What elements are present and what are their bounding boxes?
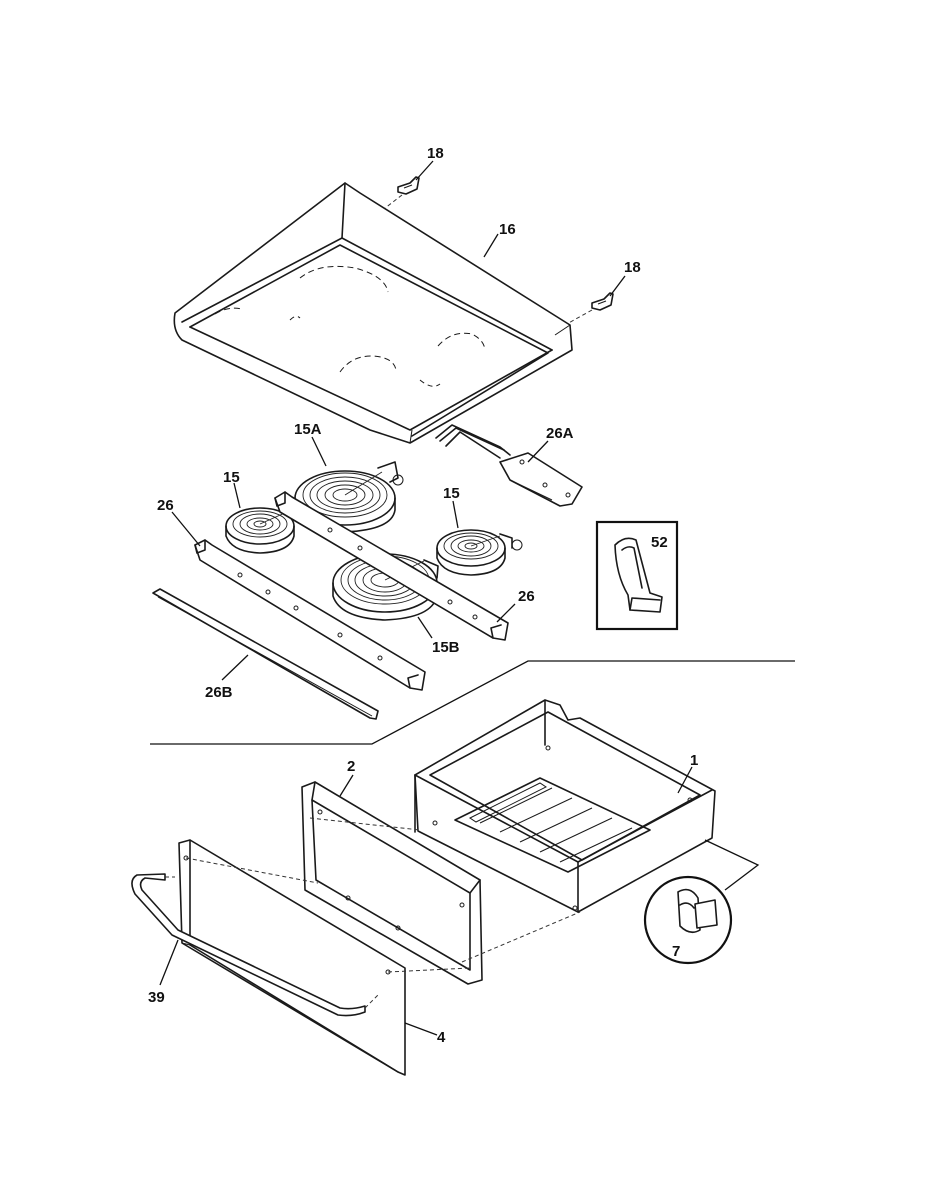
- bracket-26-left: [194, 539, 426, 691]
- leader-15B: [417, 616, 433, 639]
- leader-18-left: [415, 160, 434, 181]
- cooktop-glass-16: [173, 182, 573, 459]
- leader-16: [483, 233, 499, 258]
- leader-26B: [221, 654, 249, 681]
- leader-15-left: [233, 482, 241, 509]
- inset-box-52: [595, 520, 679, 631]
- section-divider: [150, 660, 795, 745]
- terminal-block-26A: [499, 452, 583, 507]
- leader-26A: [527, 440, 549, 463]
- callout-7: 7: [672, 943, 680, 960]
- callout-39: 39: [148, 989, 165, 1006]
- roller-inset-7: [643, 875, 733, 965]
- drawer-panel-2: [301, 781, 581, 985]
- callout-26B: 26B: [205, 684, 233, 701]
- callout-1: 1: [690, 752, 698, 769]
- leader-39: [159, 939, 179, 986]
- leader-26-left: [171, 511, 201, 547]
- drawer-box-1: [414, 699, 716, 913]
- leader-7-connector: [704, 839, 760, 891]
- callout-52: 52: [651, 534, 668, 551]
- trim-strip-26B: [152, 588, 379, 720]
- callout-15A: 15A: [294, 421, 322, 438]
- callout-15-left: 15: [223, 469, 240, 486]
- leader-26-right: [496, 603, 516, 623]
- leader-1: [677, 766, 693, 794]
- callout-16: 16: [499, 221, 516, 238]
- element-15-right: [436, 529, 523, 576]
- callout-26-left: 26: [157, 497, 174, 514]
- callout-15-right: 15: [443, 485, 460, 502]
- clip-18-right: [564, 292, 614, 326]
- leader-4: [404, 1022, 438, 1036]
- callout-18-right: 18: [624, 259, 641, 276]
- leader-15A: [311, 436, 327, 467]
- handle-39: [131, 873, 379, 1017]
- clip-18-left: [379, 176, 420, 213]
- leader-2: [339, 774, 354, 797]
- callout-18-left: 18: [427, 145, 444, 162]
- element-15-left: [225, 507, 301, 554]
- bracket-26-right: [274, 491, 509, 641]
- callout-15B: 15B: [432, 639, 460, 656]
- callout-4: 4: [437, 1029, 446, 1046]
- leader-15-right: [452, 500, 459, 529]
- callout-26-right: 26: [518, 588, 535, 605]
- callout-26A: 26A: [546, 425, 574, 442]
- callout-2: 2: [347, 758, 355, 775]
- leader-18-right: [609, 275, 626, 297]
